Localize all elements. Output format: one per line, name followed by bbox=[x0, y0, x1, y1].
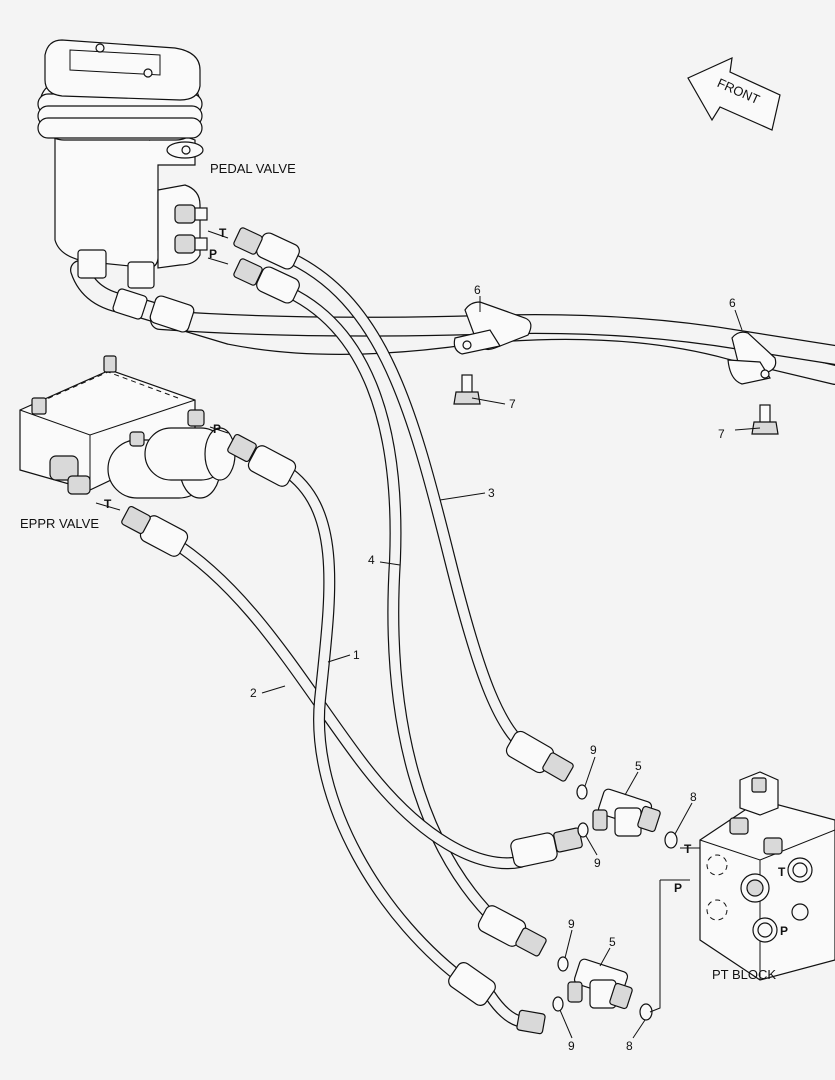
bolt-right bbox=[751, 404, 779, 435]
callout-oring9-c: 9 bbox=[568, 917, 575, 931]
pedal-valve bbox=[37, 39, 208, 333]
front-arrow: FRONT bbox=[687, 57, 781, 131]
bolt-left bbox=[453, 374, 481, 405]
tee-port-t: T bbox=[684, 842, 692, 856]
tee-fitting-lower bbox=[567, 958, 633, 1010]
callout-hose-4: 4 bbox=[368, 553, 375, 567]
callout-hose-3: 3 bbox=[488, 486, 495, 500]
hose-fittings bbox=[121, 227, 583, 1035]
callout-bolt-right: 7 bbox=[718, 427, 725, 441]
leader-lines bbox=[95, 230, 761, 1039]
pt-block bbox=[699, 771, 835, 981]
background-tubes bbox=[70, 260, 835, 385]
callout-oring9-a: 9 bbox=[590, 743, 597, 757]
callout-oring8-lower: 8 bbox=[626, 1039, 633, 1053]
clamp-right bbox=[727, 331, 777, 385]
callout-oring9-b: 9 bbox=[594, 856, 601, 870]
pedal-port-p: P bbox=[209, 247, 217, 261]
callout-tee-lower: 5 bbox=[609, 935, 616, 949]
eppr-valve-label: EPPR VALVE bbox=[20, 516, 99, 531]
callout-oring9-d: 9 bbox=[568, 1039, 575, 1053]
callout-hose-1: 1 bbox=[353, 648, 360, 662]
hoses bbox=[164, 244, 536, 1029]
pedal-port-t: T bbox=[219, 226, 227, 240]
text-labels: PEDAL VALVE EPPR VALVE PT BLOCK T P P T … bbox=[20, 161, 788, 1053]
callout-hose-2: 2 bbox=[250, 686, 257, 700]
pt-block-label: PT BLOCK bbox=[712, 967, 776, 982]
eppr-port-p: P bbox=[213, 422, 221, 436]
block-port-p: P bbox=[780, 924, 788, 938]
tee-fitting-upper bbox=[592, 788, 661, 837]
callout-clamp-left: 6 bbox=[474, 283, 481, 297]
callout-tee-upper: 5 bbox=[635, 759, 642, 773]
callout-bolt-left: 7 bbox=[509, 397, 516, 411]
pedal-valve-label: PEDAL VALVE bbox=[210, 161, 296, 176]
eppr-valve bbox=[19, 355, 236, 499]
callout-clamp-right: 6 bbox=[729, 296, 736, 310]
o-rings bbox=[552, 784, 678, 1021]
clamp-left bbox=[453, 301, 532, 355]
block-port-t: T bbox=[778, 865, 786, 879]
tee-port-p: P bbox=[674, 881, 682, 895]
eppr-port-t: T bbox=[104, 497, 112, 511]
callout-oring8-upper: 8 bbox=[690, 790, 697, 804]
